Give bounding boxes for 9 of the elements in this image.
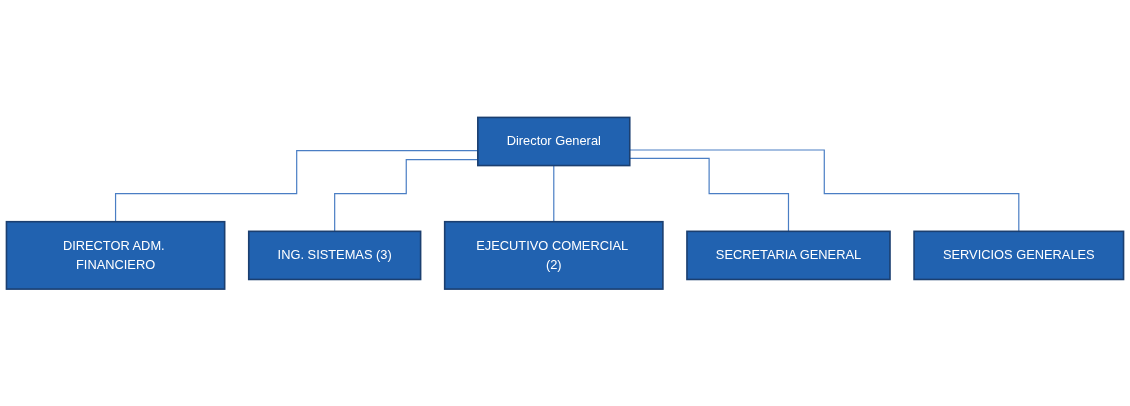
node-box: ING. SISTEMAS (3) <box>247 230 422 280</box>
node-box: EJECUTIVO COMERCIAL (2) <box>443 220 664 290</box>
connector <box>629 149 1020 232</box>
node-box: Director General <box>477 116 631 167</box>
connector <box>553 164 555 223</box>
node-box: SERVICIOS GENERALES <box>913 230 1125 280</box>
connector <box>629 157 790 232</box>
node-box: SECRETARIA GENERAL <box>686 230 891 280</box>
node-box: DIRECTOR ADM. FINANCIERO <box>5 220 226 290</box>
